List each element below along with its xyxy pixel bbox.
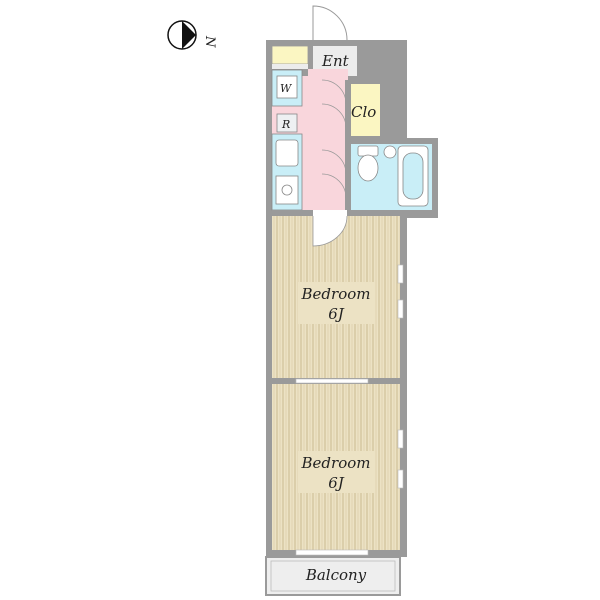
bedroom-1-label: Bedroom [301,285,371,303]
entrance-label: Ent [321,52,350,70]
bedroom-door-swing [312,215,348,247]
closet-side-wall [380,80,386,140]
bedroom-2-label: Bedroom [301,454,371,472]
compass: N [167,20,217,50]
door-swing-1 [321,79,347,105]
bedroom-1-label-bg [298,282,374,324]
door-swing-2 [321,103,347,129]
fridge-label: R [281,118,290,131]
burner-icon [281,184,293,196]
windows-right [397,264,404,489]
closet-label: Clo [351,103,376,121]
compass-needle-icon [182,21,196,49]
bedroom-2-label-bg [298,451,374,493]
entry-door [312,5,348,41]
balcony-label: Balcony [305,566,367,584]
closet-top-wall [348,80,386,84]
balcony-window [295,549,369,556]
sink-icon [275,139,299,167]
bedroom-2-size: 6J [328,474,345,492]
shoe-cabinet [271,45,309,65]
fridge-icon [276,113,298,133]
balcony-area [265,556,401,596]
balcony-rail [270,560,396,592]
stove-icon [275,175,299,205]
toilet-tank-icon [357,145,379,157]
bedroom-door-gap [313,210,347,216]
basin-icon [383,145,397,159]
closet-area [348,84,380,136]
washer-icon [276,75,298,99]
washer-label: W [280,82,293,95]
bedroom-1-size: 6J [328,305,345,323]
sliding-door [295,378,369,384]
shoe-cabinet-gap [272,64,308,69]
door-swing-4 [321,173,347,199]
bathtub-basin [402,152,424,200]
hall-partition [345,80,351,218]
toilet-icon [357,154,379,182]
compass-label: N [202,35,217,48]
door-swing-3 [321,149,347,175]
hall-upper [308,69,348,79]
